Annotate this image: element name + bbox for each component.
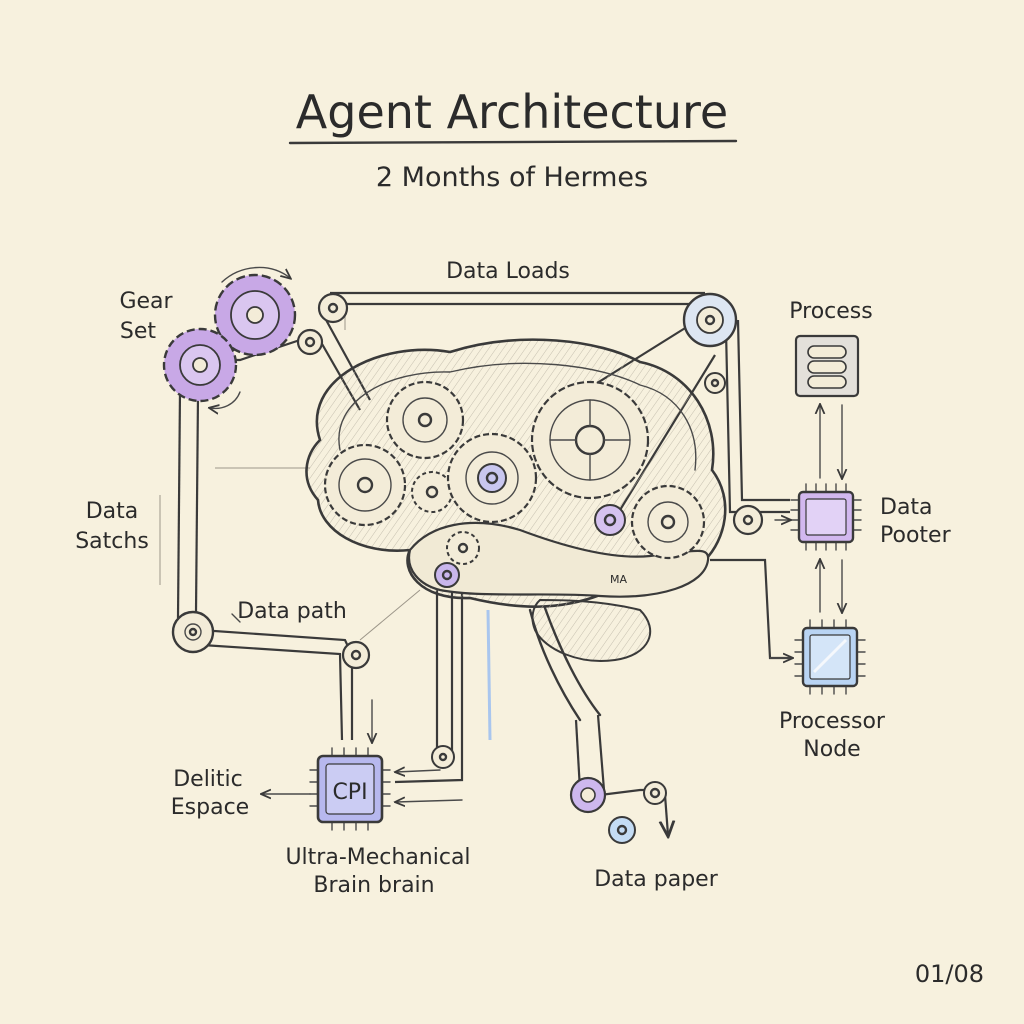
label-ultra-mechanical-1: Ultra-Mechanical xyxy=(285,845,470,870)
brain-mark: MA xyxy=(610,573,627,586)
pulley-right-mid xyxy=(704,372,726,394)
brain-gear-lower xyxy=(446,531,480,565)
brain-gear-small xyxy=(411,471,453,513)
arrow-belt-to-cpu xyxy=(396,770,441,772)
pulley-path xyxy=(341,640,371,670)
pulley-paper-blue xyxy=(608,816,636,844)
pulleys xyxy=(171,292,764,844)
cpu-chip-text: CPI xyxy=(332,780,367,805)
pulley-center-bottom xyxy=(431,745,455,769)
label-processor-node-2: Node xyxy=(803,737,860,762)
pulley-left-small xyxy=(296,328,324,356)
pulley-paper-small xyxy=(643,781,667,805)
label-data-path: Data path xyxy=(237,599,347,624)
brain-gear-right xyxy=(630,484,706,560)
title-underline xyxy=(288,139,738,145)
label-data-satchs-2: Satchs xyxy=(75,529,149,554)
label-data-pooter-1: Data xyxy=(880,495,933,520)
arrow-belt-to-cpu-2 xyxy=(396,800,463,802)
cpu-chip-icon: CPI xyxy=(309,747,391,831)
mechanical-brain: MA xyxy=(305,338,727,722)
title-block: Agent Architecture 2 Months of Hermes xyxy=(288,85,738,193)
gear-set xyxy=(162,266,297,408)
label-data-satchs-1: Data xyxy=(86,499,139,524)
label-ultra-mechanical-2: Brain brain xyxy=(313,873,434,898)
label-gear-set-2: Set xyxy=(120,319,157,344)
pulley-top-right xyxy=(682,292,738,348)
label-delitic-escape-2: Espace xyxy=(171,795,249,820)
brain-gear-top xyxy=(385,380,465,460)
path-tick xyxy=(231,613,241,623)
pulley-top-left xyxy=(317,292,349,324)
label-data-paper: Data paper xyxy=(594,867,718,892)
page-title: Agent Architecture xyxy=(296,85,728,139)
rotation-arrow-top xyxy=(221,266,290,283)
label-data-pooter-2: Pooter xyxy=(880,523,952,548)
page-number: 01/08 xyxy=(915,960,984,988)
pulley-right-input xyxy=(732,504,764,536)
brain-gear-left xyxy=(323,443,407,527)
rotation-arrow-bottom xyxy=(210,391,241,408)
label-process: Process xyxy=(789,299,872,324)
processor-node-chip-icon xyxy=(794,619,866,695)
label-gear-set-1: Gear xyxy=(119,289,173,314)
label-processor-node-1: Processor xyxy=(779,709,886,734)
page-subtitle: 2 Months of Hermes xyxy=(376,162,648,193)
brain-pulley-violet xyxy=(594,504,626,536)
data-pooter-chip-icon xyxy=(790,483,862,551)
brain-pulley-lower xyxy=(434,562,460,588)
pulley-bottom-left xyxy=(171,610,215,654)
label-data-loads: Data Loads xyxy=(446,259,570,284)
process-database-icon xyxy=(794,334,860,398)
purple-gear-upper xyxy=(213,273,297,357)
pulley-paper-violet xyxy=(569,776,607,814)
label-delitic-escape-1: Delitic xyxy=(173,767,243,792)
brain-gear-big-right xyxy=(530,380,650,500)
purple-gear-lower xyxy=(162,327,238,403)
brain-gear-center xyxy=(446,432,538,524)
labels: Gear Set Data Loads Process Data Satchs … xyxy=(75,259,984,988)
